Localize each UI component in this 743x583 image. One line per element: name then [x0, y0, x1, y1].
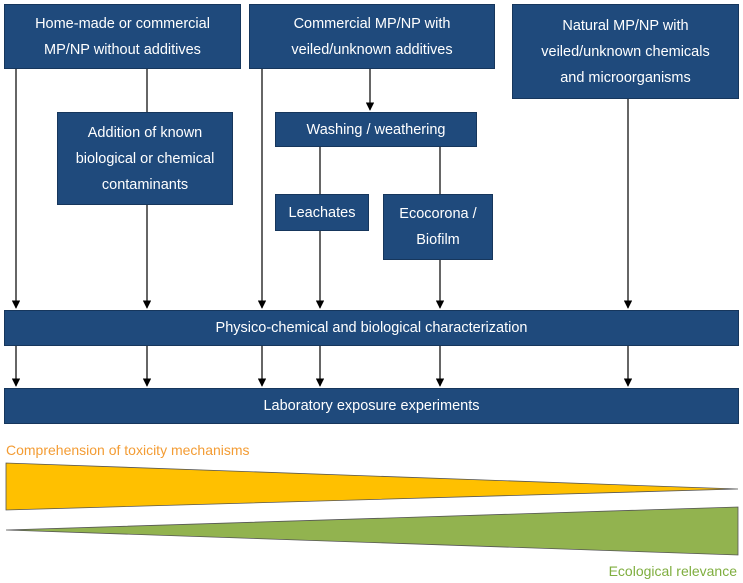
box-home-made-line-1: Home-made or commercial — [35, 15, 210, 32]
box-leachates: Leachates — [275, 194, 369, 231]
box-ecocorona-line-2: Biofilm — [416, 232, 460, 248]
box-laboratory-line-1: Laboratory exposure experiments — [263, 398, 480, 414]
box-addition-line-3: contaminants — [101, 176, 189, 193]
box-commercial-line-2: veiled/unknown additives — [291, 41, 453, 58]
toxicity-wedge — [5, 462, 739, 511]
box-leachates-line-1: Leachates — [288, 204, 356, 221]
box-commercial: Commercial MP/NP with veiled/unknown add… — [249, 4, 495, 69]
box-addition-line-1: Addition of known — [87, 124, 203, 141]
box-addition: Addition of known biological or chemical… — [57, 112, 233, 205]
ecological-wedge — [5, 506, 739, 556]
box-washing: Washing / weathering — [275, 112, 477, 147]
box-natural: Natural MP/NP with veiled/unknown chemic… — [512, 4, 739, 99]
box-natural-line-3: and microorganisms — [560, 69, 691, 86]
box-ecocorona-line-1: Ecocorona / — [399, 206, 477, 222]
box-home-made-line-2: MP/NP without additives — [44, 41, 201, 58]
ecological-caption: Ecological relevance — [608, 563, 737, 579]
box-natural-line-2: veiled/unknown chemicals — [541, 43, 710, 60]
toxicity-caption: Comprehension of toxicity mechanisms — [6, 442, 250, 458]
box-laboratory: Laboratory exposure experiments — [4, 388, 739, 424]
box-ecocorona: Ecocorona / Biofilm — [383, 194, 493, 260]
box-commercial-line-1: Commercial MP/NP with — [293, 15, 451, 32]
box-addition-line-2: biological or chemical — [75, 150, 215, 167]
box-characterization-line-1: Physico-chemical and biological characte… — [215, 320, 528, 336]
box-home-made: Home-made or commercial MP/NP without ad… — [4, 4, 241, 69]
box-washing-line-1: Washing / weathering — [306, 121, 446, 138]
box-characterization: Physico-chemical and biological characte… — [4, 310, 739, 346]
box-natural-line-1: Natural MP/NP with — [562, 17, 689, 34]
